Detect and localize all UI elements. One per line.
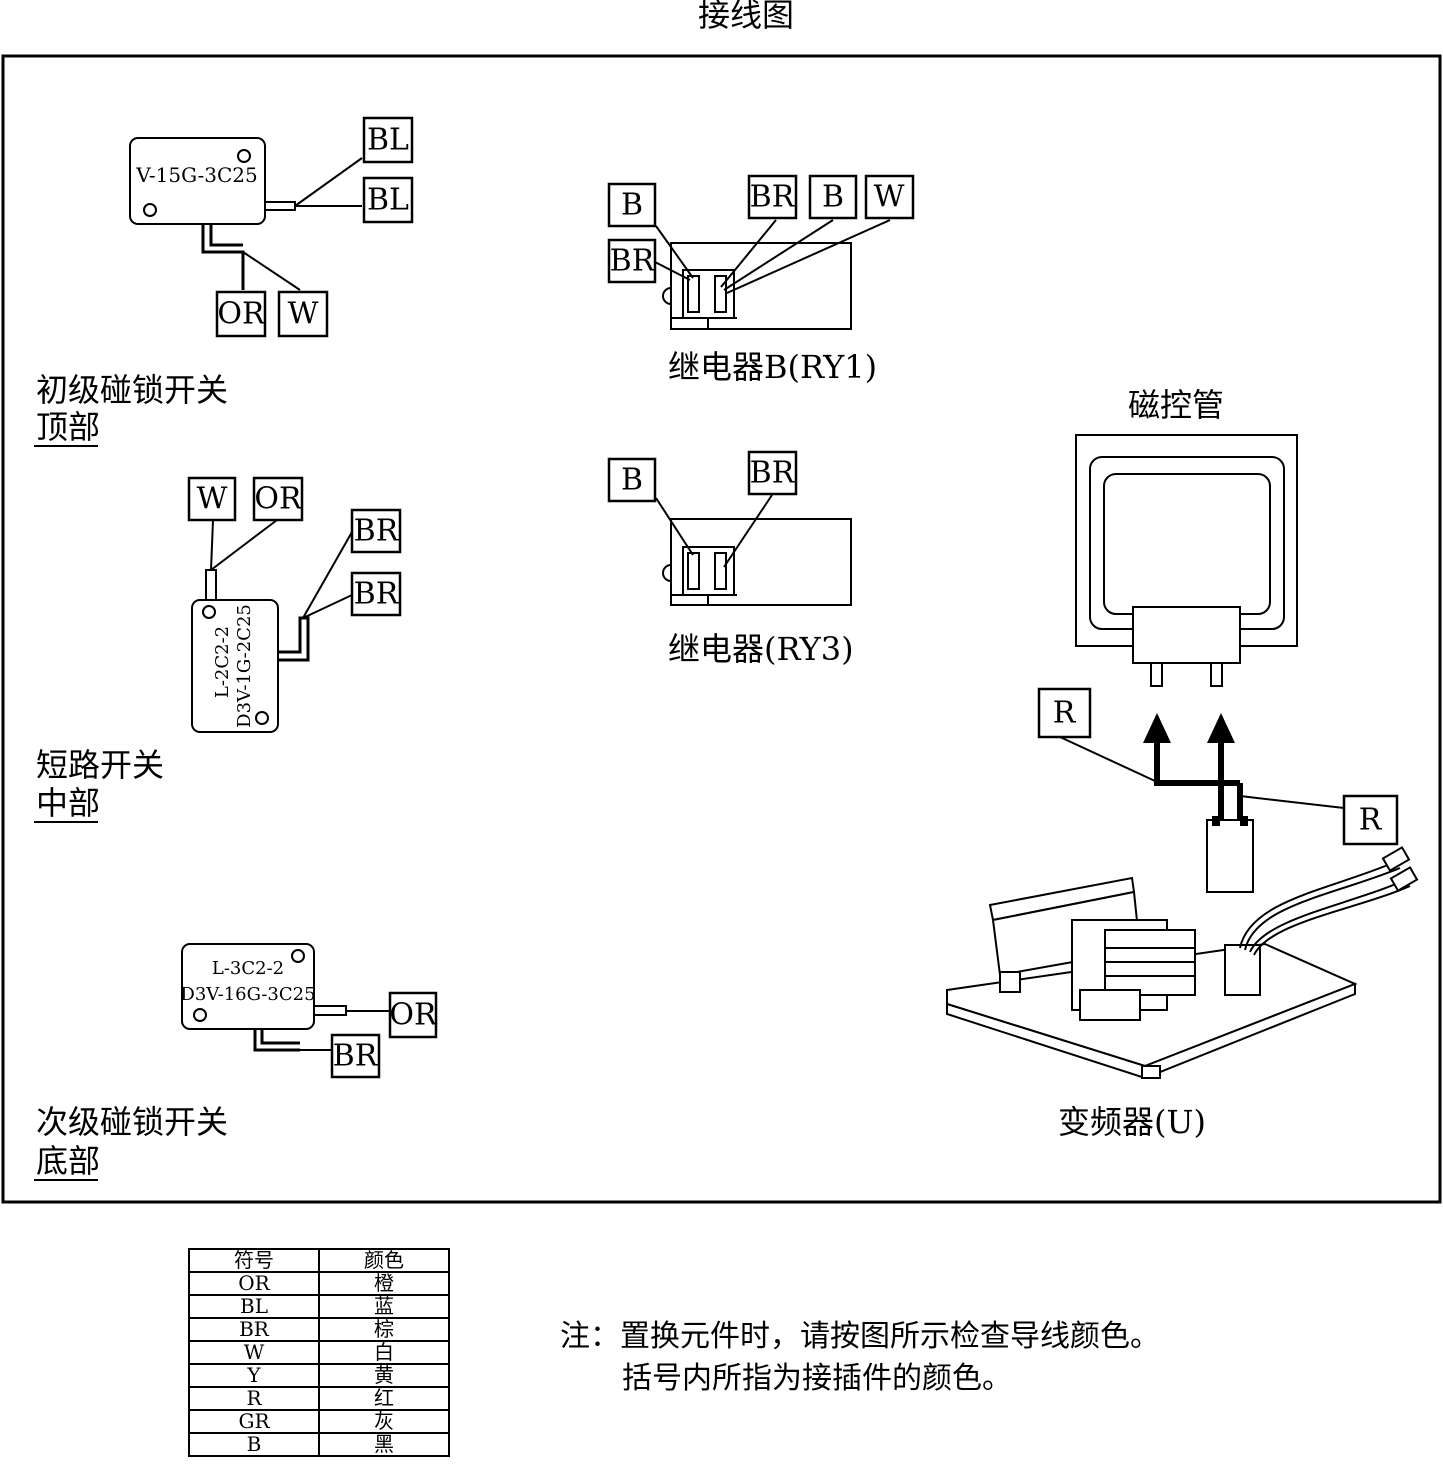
wire-label-br-right: BR	[747, 174, 798, 220]
switch-top-position: 顶部	[36, 408, 100, 446]
svg-text:BR: BR	[750, 456, 796, 491]
switch-bottom-model-2: D3V-16G-3C25	[180, 984, 315, 1005]
primary-interlock-switch: V-15G-3C25 BL BL OR W 初级碰锁开关 顶部	[34, 116, 414, 447]
secondary-interlock-switch: L-3C2-2 D3V-16G-3C25 OR BR 次级碰锁开关 底部	[34, 943, 438, 1181]
wire-label-br-left: BR	[607, 238, 657, 284]
wire-label-w: W	[864, 174, 915, 220]
legend-symbol: W	[188, 1340, 320, 1365]
wire-label-or: OR	[252, 476, 304, 522]
svg-text:BR: BR	[333, 1039, 379, 1074]
svg-text:BR: BR	[354, 514, 400, 549]
legend-color: 白	[318, 1340, 450, 1365]
legend-color: 黑	[318, 1432, 450, 1457]
switch-mid-caption: 短路开关	[36, 746, 164, 784]
wire-label-r-2: R	[1342, 794, 1399, 846]
wire-label-w: W	[187, 476, 237, 522]
legend-color: 蓝	[318, 1294, 450, 1319]
switch-mid-position: 中部	[36, 784, 100, 822]
diagram-frame	[1, 54, 1442, 1204]
wire-label-bl-1: BL	[362, 116, 414, 164]
magnetron: 磁控管 R R	[1037, 386, 1399, 893]
svg-text:OR: OR	[389, 998, 438, 1033]
relay-3-caption: 继电器(RY3)	[668, 630, 854, 668]
relay-b-caption: 继电器B(RY1)	[668, 348, 877, 386]
relay-b-ry1: B BR BR B W 继电器B(RY1)	[607, 174, 915, 386]
switch-mid-model-1: L-2C2-2	[212, 626, 233, 698]
legend-symbol: BL	[188, 1294, 320, 1319]
wire-label-or: OR	[388, 991, 438, 1039]
relay-ry3: B BR 继电器(RY3)	[607, 450, 854, 668]
legend-header-symbol: 符号	[188, 1248, 320, 1273]
svg-text:BR: BR	[750, 180, 796, 215]
legend-color: 灰	[318, 1409, 450, 1434]
legend-color: 棕	[318, 1317, 450, 1342]
replacement-note: 注：置换元件时，请按图所示检查导线颜色。 括号内所指为接插件的颜色。	[560, 1316, 1160, 1400]
wire-label-w: W	[277, 290, 329, 338]
svg-text:BR: BR	[354, 577, 400, 612]
legend-header-row: 符号 颜色	[188, 1248, 450, 1273]
legend-color: 黄	[318, 1363, 450, 1388]
svg-text:OR: OR	[254, 482, 303, 517]
wire-label-br-2: BR	[350, 571, 402, 617]
switch-bottom-model-1: L-3C2-2	[212, 958, 284, 979]
switch-top-model: V-15G-3C25	[135, 163, 257, 187]
wire-label-b-right: B	[808, 174, 858, 220]
svg-text:W: W	[874, 180, 905, 215]
legend-symbol: Y	[188, 1363, 320, 1388]
wire-label-or: OR	[215, 290, 267, 338]
wire-label-br: BR	[330, 1033, 381, 1079]
wire-label-r-1: R	[1037, 687, 1092, 739]
switch-mid-model-2: D3V-1G-2C25	[234, 604, 255, 728]
svg-text:R: R	[1359, 803, 1383, 838]
wire-label-bl-2: BL	[362, 176, 414, 224]
svg-text:B: B	[621, 463, 643, 498]
page-title: 接线图	[698, 0, 794, 34]
legend-symbol: R	[188, 1386, 320, 1411]
inverter-board: 变频器(U)	[946, 846, 1419, 1141]
legend-symbol: GR	[188, 1409, 320, 1434]
svg-text:B: B	[621, 188, 643, 223]
switch-bottom-caption: 次级碰锁开关	[36, 1103, 228, 1141]
switch-bottom-position: 底部	[36, 1142, 100, 1180]
legend-header-color: 颜色	[318, 1248, 450, 1273]
legend-color: 红	[318, 1386, 450, 1411]
legend-color: 橙	[318, 1271, 450, 1296]
switch-top-caption: 初级碰锁开关	[36, 371, 228, 409]
wire-label-b: B	[607, 182, 657, 228]
svg-text:R: R	[1053, 696, 1077, 731]
short-circuit-switch: L-2C2-2 D3V-1G-2C25 W OR BR BR 短路开关 中部	[34, 476, 402, 823]
inverter-caption: 变频器(U)	[1058, 1103, 1206, 1141]
svg-text:W: W	[197, 482, 228, 517]
note-line-1: 注：置换元件时，请按图所示检查导线颜色。	[560, 1319, 1160, 1354]
svg-text:BR: BR	[610, 244, 656, 279]
magnetron-caption: 磁控管	[1128, 386, 1224, 424]
svg-text:B: B	[822, 180, 844, 215]
note-line-2: 括号内所指为接插件的颜色。	[622, 1361, 1012, 1396]
wire-label-br-1: BR	[350, 508, 402, 554]
legend-symbol: B	[188, 1432, 320, 1457]
svg-text:BL: BL	[367, 123, 409, 158]
wire-label-b: B	[607, 457, 657, 503]
legend-symbol: BR	[188, 1317, 320, 1342]
legend-symbol: OR	[188, 1271, 320, 1296]
svg-text:BL: BL	[367, 183, 409, 218]
svg-text:W: W	[288, 297, 319, 332]
svg-text:OR: OR	[217, 297, 266, 332]
wire-label-br: BR	[747, 450, 798, 496]
